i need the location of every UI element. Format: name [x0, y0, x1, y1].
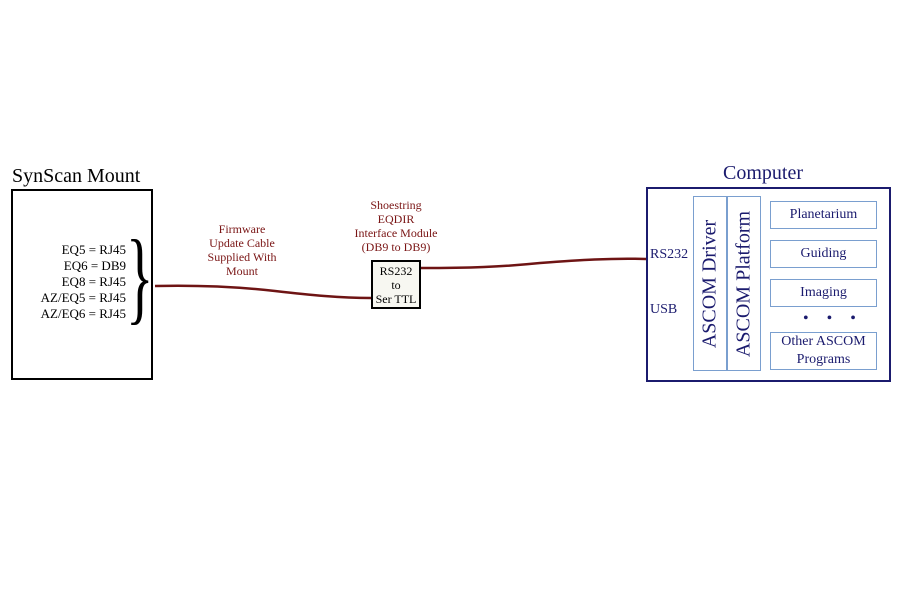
- more-apps-ellipsis: • • •: [803, 310, 863, 327]
- app-label: Imaging: [800, 285, 847, 300]
- app-label-line: Other ASCOM: [781, 334, 866, 349]
- cable-label-line: Update Cable: [209, 236, 275, 250]
- module-box-line: to: [391, 278, 401, 292]
- app-label: Guiding: [800, 246, 847, 261]
- module-label-line: EQDIR: [377, 212, 415, 226]
- ascom-platform-label: ASCOM Platform: [732, 210, 755, 357]
- cable-label-line: Firmware: [218, 222, 266, 236]
- app-label: Planetarium: [789, 207, 858, 222]
- module-label-line: Interface Module: [354, 226, 438, 240]
- ascom-driver-layer: ASCOM Driver: [693, 196, 727, 371]
- computer-box: [646, 187, 891, 382]
- module-label: Shoestring EQDIR Interface Module (DB9 t…: [338, 198, 454, 254]
- interface-module-box: RS232 to Ser TTL: [371, 260, 421, 309]
- app-other-ascom-programs: Other ASCOM Programs: [770, 332, 877, 370]
- app-label-line: Programs: [796, 352, 851, 367]
- app-imaging: Imaging: [770, 279, 877, 307]
- firmware-update-cable: [154, 284, 372, 300]
- module-label-line: Shoestring: [370, 198, 422, 212]
- curly-brace-icon: }: [126, 219, 154, 334]
- computer-title: Computer: [723, 162, 803, 184]
- connection-eq8: EQ8 = RJ45: [61, 274, 126, 289]
- module-label-line: (DB9 to DB9): [361, 240, 431, 254]
- cable-label-line: Supplied With: [207, 250, 277, 264]
- port-usb: USB: [650, 302, 678, 317]
- serial-cable: [420, 257, 647, 270]
- port-rs232: RS232: [650, 247, 689, 262]
- app-planetarium: Planetarium: [770, 201, 877, 229]
- app-guiding: Guiding: [770, 240, 877, 268]
- connection-eq5: EQ5 = RJ45: [61, 242, 126, 257]
- cable-label-line: Mount: [225, 264, 258, 278]
- connection-az-eq6: AZ/EQ6 = RJ45: [40, 306, 126, 321]
- ascom-driver-label: ASCOM Driver: [698, 219, 721, 348]
- connection-az-eq5: AZ/EQ5 = RJ45: [40, 290, 126, 305]
- ascom-platform-layer: ASCOM Platform: [727, 196, 761, 371]
- synscan-mount-title: SynScan Mount: [12, 165, 141, 187]
- module-box-line: Ser TTL: [375, 292, 417, 306]
- connection-eq6: EQ6 = DB9: [63, 258, 126, 273]
- cable-label: Firmware Update Cable Supplied With Moun…: [188, 222, 296, 278]
- synscan-mount-box: [11, 189, 153, 380]
- module-box-line: RS232: [379, 264, 413, 278]
